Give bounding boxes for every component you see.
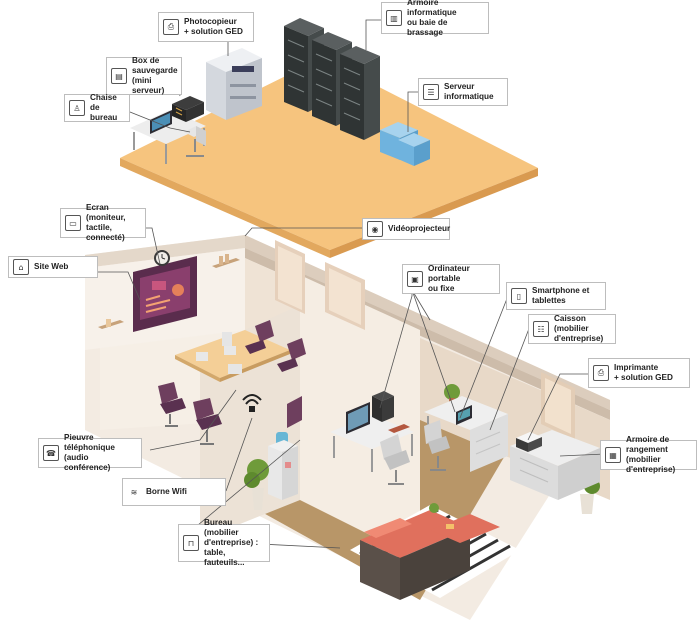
printer-cabinet bbox=[510, 430, 600, 500]
sofa bbox=[360, 510, 470, 600]
callout-backup: ▤ Box de sauvegarde (mini serveur) bbox=[106, 56, 182, 95]
photocopier bbox=[206, 48, 262, 120]
server-racks bbox=[284, 18, 380, 140]
rack-icon: ▥ bbox=[386, 10, 402, 26]
wifi-router bbox=[242, 394, 262, 412]
smartphone-icon: ▯ bbox=[511, 288, 527, 304]
website-icon: ⌂ bbox=[13, 259, 29, 275]
desk-chairs bbox=[380, 420, 450, 485]
callout-rack: ▥ Armoire informatique ou baie de brassa… bbox=[381, 0, 489, 37]
printer-icon: ⎙ bbox=[593, 365, 609, 381]
callout-projector: ◉ Vidéoprojecteur bbox=[362, 218, 450, 240]
callout-desk: ⊓ Bureau (mobilier d'entreprise) : table… bbox=[178, 518, 270, 567]
callout-wifi-label: Borne Wifi bbox=[146, 487, 187, 496]
meeting-chairs bbox=[158, 320, 306, 445]
callout-rack-label: Armoire informatique ou baie de brassage bbox=[407, 0, 457, 37]
blue-servers bbox=[380, 122, 430, 166]
desk-icon: ⊓ bbox=[183, 535, 199, 551]
callout-chair: ♙ Chaise de bureau bbox=[64, 93, 130, 122]
server-icon: ☰ bbox=[423, 84, 439, 100]
callout-caisson: ☷ Caisson (mobilier d'entreprise) bbox=[528, 314, 616, 344]
callout-conference-label: Pieuvre téléphonique (audio conférence) bbox=[64, 433, 115, 472]
windows bbox=[275, 240, 575, 440]
wall-shelves bbox=[98, 254, 240, 329]
callout-caisson-label: Caisson (mobilier d'entreprise) bbox=[554, 314, 604, 343]
callout-backup-label: Box de sauvegarde (mini serveur) bbox=[132, 56, 178, 95]
wall-clock bbox=[154, 250, 170, 266]
conference-phone-icon: ☎ bbox=[43, 445, 59, 461]
backup-box-icon: ▤ bbox=[111, 68, 127, 84]
callout-computer-label: Ordinateur portable ou fixe bbox=[428, 264, 470, 293]
callout-screen: ▭ Ecran (moniteur, tactile, connecté) bbox=[60, 203, 146, 242]
callout-server: ☰ Serveur informatique bbox=[418, 78, 508, 106]
callout-smartphone-label: Smartphone et tablettes bbox=[532, 286, 590, 305]
drawer-icon: ☷ bbox=[533, 321, 549, 337]
callout-projector-label: Vidéoprojecteur bbox=[388, 224, 451, 233]
leader-lines bbox=[96, 19, 606, 549]
callout-photocopier-label: Photocopieur + solution GED bbox=[184, 17, 243, 36]
laptop-desk bbox=[424, 396, 508, 472]
wifi-icon: ≋ bbox=[130, 487, 138, 497]
callout-chair-label: Chaise de bureau bbox=[90, 93, 118, 122]
callout-photocopier: ⎙ Photocopieur + solution GED bbox=[158, 12, 254, 42]
callout-computer: ▣ Ordinateur portable ou fixe bbox=[402, 264, 500, 294]
coffee-table bbox=[429, 503, 500, 543]
callout-website-label: Site Web bbox=[34, 262, 69, 271]
callout-wifi: ≋ Borne Wifi bbox=[122, 478, 226, 506]
callout-screen-label: Ecran (moniteur, tactile, connecté) bbox=[86, 203, 126, 242]
wall-screen bbox=[133, 256, 197, 332]
callout-storage-label: Armoire de rangement (mobilier d'entrepr… bbox=[626, 435, 676, 474]
callout-server-label: Serveur informatique bbox=[444, 82, 494, 101]
callout-smartphone: ▯ Smartphone et tablettes bbox=[506, 282, 606, 310]
photocopier-icon: ⎙ bbox=[163, 19, 179, 35]
computer-icon: ▣ bbox=[407, 271, 423, 287]
callout-printer: ⎙ Imprimante + solution GED bbox=[588, 358, 690, 388]
screen-icon: ▭ bbox=[65, 215, 81, 231]
projector-icon: ◉ bbox=[367, 221, 383, 237]
callout-website: ⌂ Site Web bbox=[8, 256, 98, 278]
callout-desk-label: Bureau (mobilier d'entreprise) : table, … bbox=[204, 518, 259, 567]
callout-storage: ▦ Armoire de rangement (mobilier d'entre… bbox=[600, 435, 697, 474]
callout-conference: ☎ Pieuvre téléphonique (audio conférence… bbox=[38, 433, 142, 472]
chair-icon: ♙ bbox=[69, 100, 85, 116]
office-chair-upper bbox=[184, 126, 206, 157]
callout-printer-label: Imprimante + solution GED bbox=[614, 363, 673, 382]
water-cooler bbox=[268, 432, 298, 500]
cabinet-icon: ▦ bbox=[605, 447, 621, 463]
